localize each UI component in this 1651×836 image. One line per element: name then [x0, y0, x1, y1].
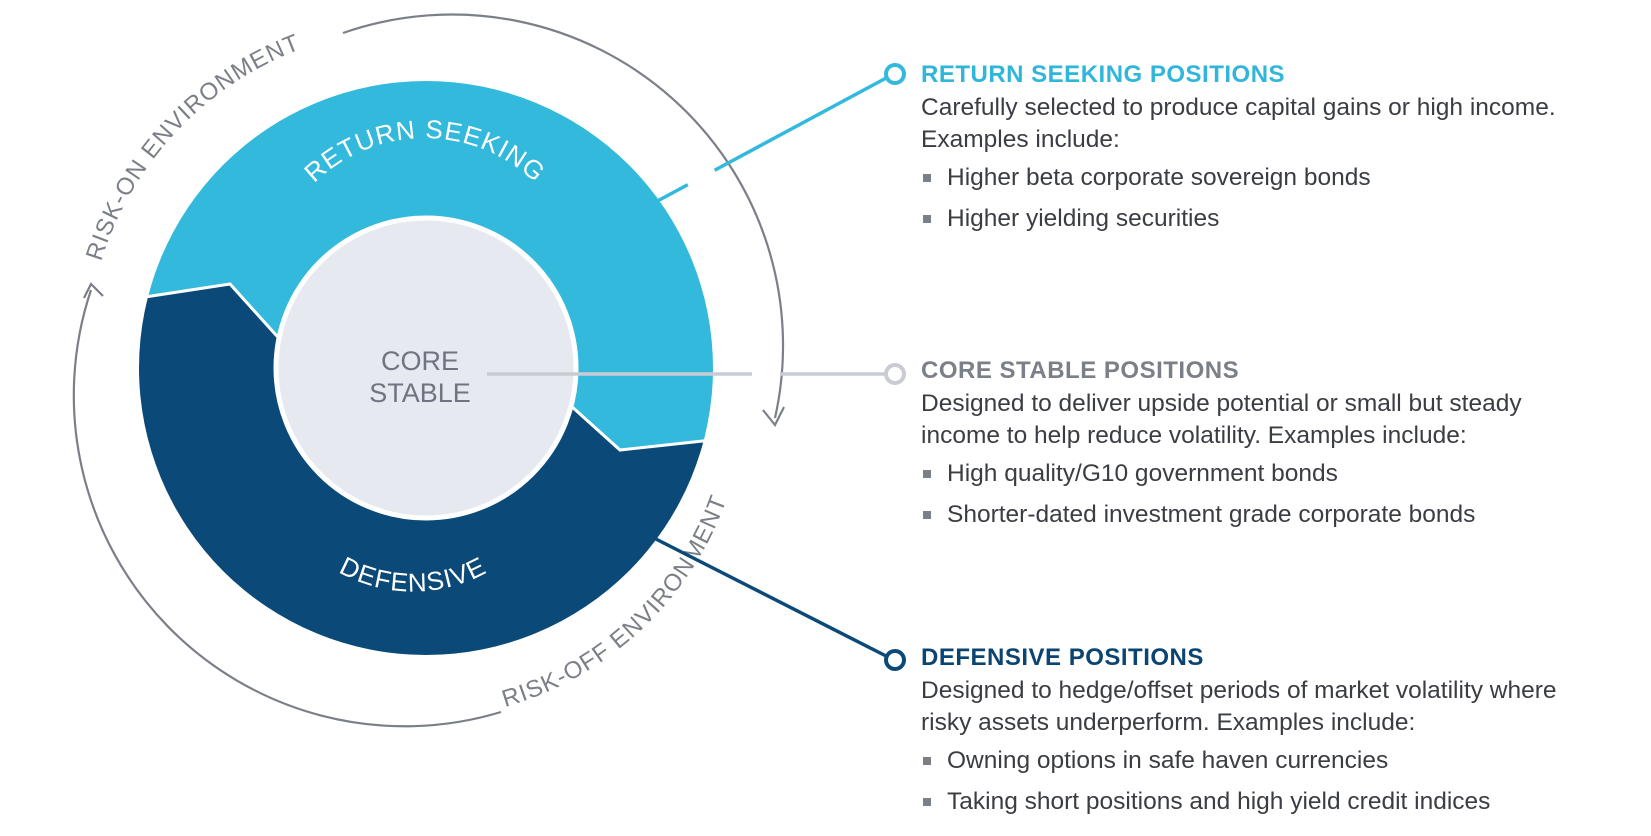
return-seeking-title: RETURN SEEKING POSITIONS	[921, 61, 1286, 88]
risk-on-arc-upper	[342, 13, 785, 419]
return-seeking-description: Carefully selected to produce capital ga…	[921, 94, 1556, 153]
list-item: Taking short positions and high yield cr…	[921, 786, 1641, 818]
core-stable-label-line2: STABLE	[369, 378, 471, 408]
square-bullet-icon	[923, 174, 931, 182]
arrow-head-right-icon	[762, 406, 785, 428]
core-stable-center	[273, 215, 579, 521]
defensive-node-icon	[884, 649, 906, 671]
defensive-connector	[647, 533, 889, 659]
core-stable-description: Designed to deliver upside potential or …	[921, 390, 1522, 449]
list-item: Higher beta corporate sovereign bonds	[921, 162, 1641, 194]
defensive-title: DEFENSIVE POSITIONS	[921, 644, 1204, 671]
return-seeking-connector	[649, 75, 889, 207]
square-bullet-icon	[923, 757, 931, 765]
core-stable-label-line1: CORE	[381, 346, 459, 376]
list-item: High quality/G10 government bonds	[921, 458, 1641, 490]
list-item: Higher yielding securities	[921, 203, 1641, 235]
return-seeking-connector-gap-mask	[686, 168, 717, 188]
risk-off-arc-lower	[72, 289, 502, 728]
list-item: Owning options in safe haven currencies	[921, 745, 1641, 777]
return-seeking-examples: Higher beta corporate sovereign bonds Hi…	[921, 162, 1641, 235]
square-bullet-icon	[923, 798, 931, 806]
defensive-panel: DEFENSIVE POSITIONS Designed to hedge/of…	[921, 643, 1641, 827]
return-seeking-node-icon	[884, 63, 906, 85]
arrow-head-left-icon	[83, 282, 104, 299]
core-stable-node-icon	[884, 363, 906, 385]
return-seeking-panel: RETURN SEEKING POSITIONS Carefully selec…	[921, 60, 1641, 244]
defensive-examples: Owning options in safe haven currencies …	[921, 745, 1641, 818]
square-bullet-icon	[923, 511, 931, 519]
list-item: Shorter-dated investment grade corporate…	[921, 499, 1641, 531]
core-stable-examples: High quality/G10 government bonds Shorte…	[921, 458, 1641, 531]
defensive-description: Designed to hedge/offset periods of mark…	[921, 677, 1557, 736]
core-stable-panel: CORE STABLE POSITIONS Designed to delive…	[921, 356, 1641, 540]
core-stable-title: CORE STABLE POSITIONS	[921, 357, 1240, 384]
square-bullet-icon	[923, 215, 931, 223]
square-bullet-icon	[923, 470, 931, 478]
